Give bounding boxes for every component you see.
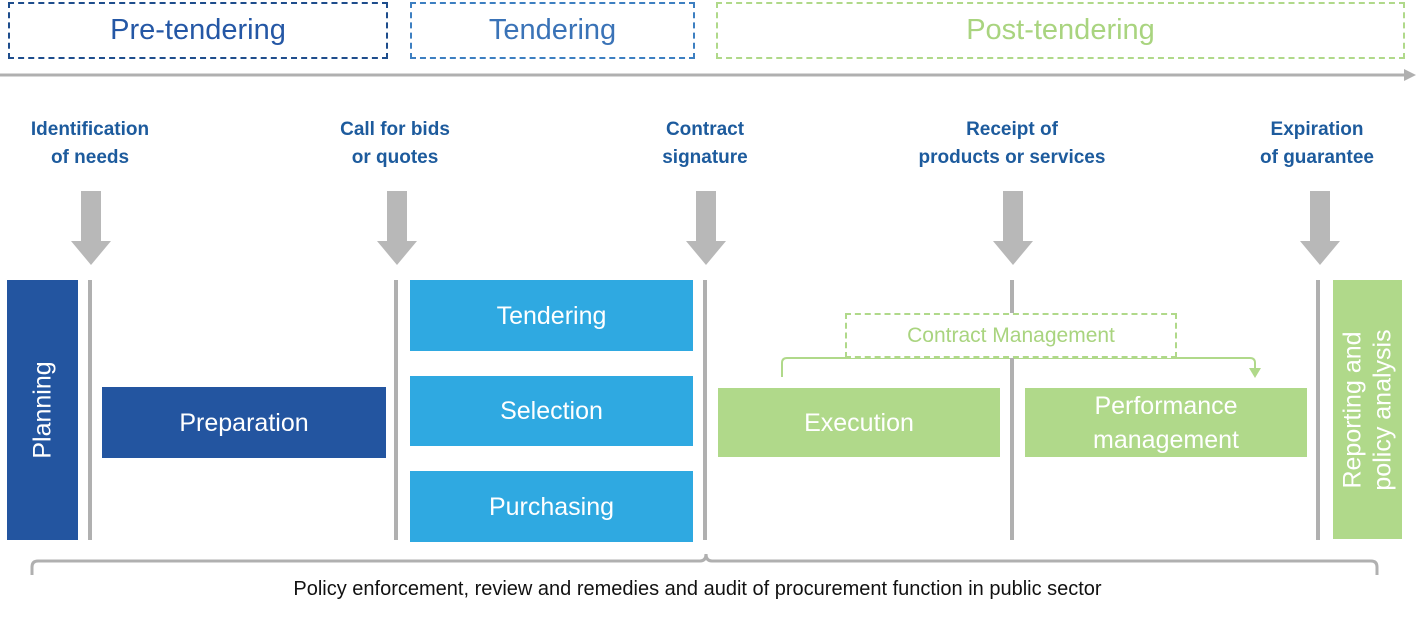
stage-tendering-label: Tendering [496, 301, 607, 330]
stage-planning-label: Planning [28, 361, 57, 459]
stage-planning: Planning [7, 280, 78, 540]
milestone-line2: signature [662, 147, 748, 168]
separator-line [88, 280, 92, 540]
footer-policy-enforcement: Policy enforcement, review and remedies … [293, 578, 1102, 600]
milestone-receipt-of-products: Receipt of products or services [902, 116, 1122, 172]
stage-selection-label: Selection [500, 397, 603, 425]
stage-reporting-line2: policy analysis [1368, 328, 1397, 491]
milestone-line1: Contract [665, 119, 745, 140]
stage-performance-line1: Performance [1094, 391, 1238, 420]
timeline-arrow [0, 69, 1416, 81]
stage-reporting-label: Reporting and policy analysis [1338, 329, 1398, 490]
milestone-call-for-bids: Call for bids or quotes [285, 116, 505, 172]
down-arrow-icon [993, 191, 1033, 265]
contract-management-bracket [781, 357, 1261, 378]
down-arrow-icon [71, 191, 111, 265]
phase-tendering: Tendering [410, 2, 695, 59]
milestone-line2: or quotes [351, 147, 439, 168]
milestone-expiration-of-guarantee: Expiration of guarantee [1207, 116, 1427, 172]
phase-post-tendering: Post-tendering [716, 2, 1405, 59]
contract-management-label: Contract Management [845, 313, 1177, 358]
stage-reporting-line1: Reporting and [1338, 330, 1367, 489]
stage-performance-line2: management [1093, 425, 1239, 454]
milestone-line2: of guarantee [1259, 147, 1375, 168]
contract-management-text: Contract Management [907, 323, 1115, 347]
separator-line [703, 280, 707, 540]
stage-tendering: Tendering [410, 280, 693, 351]
milestone-contract-signature: Contract signature [595, 116, 815, 172]
milestone-line1: Receipt of [966, 119, 1058, 140]
down-arrow-icon [686, 191, 726, 265]
stage-purchasing: Purchasing [410, 471, 693, 542]
separator-line [1316, 280, 1320, 540]
separator-line [1010, 280, 1014, 540]
stage-performance-management: Performance management [1025, 388, 1307, 457]
down-arrow-icon [1300, 191, 1340, 265]
stage-preparation-label: Preparation [179, 408, 309, 437]
milestone-line1: Call for bids [340, 119, 450, 140]
milestone-line1: Identification [30, 119, 150, 140]
separator-line [394, 280, 398, 540]
milestone-line2: products or services [918, 147, 1106, 168]
stage-preparation: Preparation [102, 387, 386, 458]
phase-pre-tendering: Pre-tendering [8, 2, 388, 59]
milestone-identification-of-needs: Identification of needs [0, 116, 200, 172]
stage-reporting-policy-analysis: Reporting and policy analysis [1333, 280, 1402, 539]
stage-execution: Execution [718, 388, 1000, 457]
down-arrow-icon [377, 191, 417, 265]
stage-selection: Selection [410, 376, 693, 446]
milestone-line1: Expiration [1270, 119, 1364, 140]
milestone-line2: of needs [50, 147, 130, 168]
stage-purchasing-label: Purchasing [488, 492, 615, 521]
footer-brace [30, 553, 1379, 575]
stage-execution-label: Execution [804, 408, 914, 437]
